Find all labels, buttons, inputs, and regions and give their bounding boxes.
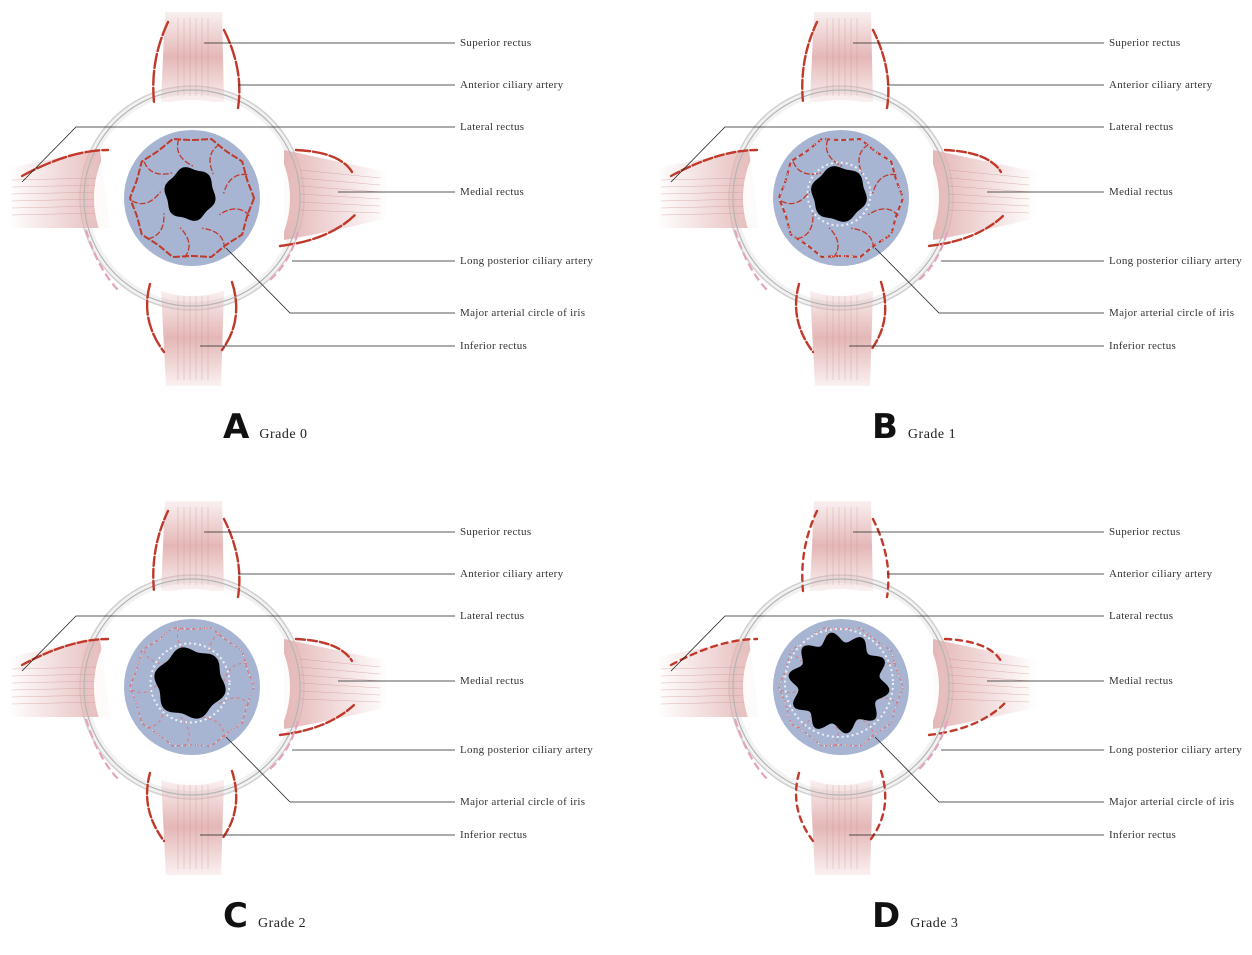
caption-c: C Grade 2	[223, 899, 306, 933]
label-inferior-rectus: Inferior rectus	[1109, 340, 1176, 352]
label-long-posterior-ciliary-artery: Long posterior ciliary artery	[460, 744, 593, 756]
panel-a: Superior rectus Anterior ciliary artery …	[0, 0, 626, 466]
panel-c: Superior rectus Anterior ciliary artery …	[0, 489, 626, 955]
panel-d: Superior rectus Anterior ciliary artery …	[649, 489, 1252, 955]
caption-d: D Grade 3	[872, 899, 958, 933]
label-anterior-ciliary-artery: Anterior ciliary artery	[1109, 568, 1212, 580]
label-inferior-rectus: Inferior rectus	[460, 340, 527, 352]
grade-label: Grade 1	[908, 427, 956, 443]
panel-letter: A	[223, 410, 249, 444]
caption-b: B Grade 1	[872, 410, 956, 444]
panel-b: Superior rectus Anterior ciliary artery …	[649, 0, 1252, 466]
label-inferior-rectus: Inferior rectus	[1109, 829, 1176, 841]
label-anterior-ciliary-artery: Anterior ciliary artery	[1109, 79, 1212, 91]
label-major-arterial-circle: Major arterial circle of iris	[1109, 796, 1234, 808]
label-long-posterior-ciliary-artery: Long posterior ciliary artery	[460, 255, 593, 267]
label-major-arterial-circle: Major arterial circle of iris	[1109, 307, 1234, 319]
eye-diagram-d	[649, 489, 1252, 955]
label-medial-rectus: Medial rectus	[1109, 186, 1173, 198]
label-superior-rectus: Superior rectus	[460, 37, 531, 49]
eye-diagram-c	[0, 489, 626, 955]
label-anterior-ciliary-artery: Anterior ciliary artery	[460, 568, 563, 580]
superior-rectus-muscle	[161, 501, 224, 591]
label-major-arterial-circle: Major arterial circle of iris	[460, 307, 585, 319]
label-medial-rectus: Medial rectus	[460, 186, 524, 198]
superior-rectus-muscle	[810, 501, 873, 591]
label-lateral-rectus: Lateral rectus	[1109, 121, 1173, 133]
panel-letter: D	[872, 899, 900, 933]
grade-label: Grade 3	[910, 916, 958, 932]
label-medial-rectus: Medial rectus	[1109, 675, 1173, 687]
eye-diagram-b	[649, 0, 1252, 466]
grade-label: Grade 2	[258, 916, 306, 932]
label-anterior-ciliary-artery: Anterior ciliary artery	[460, 79, 563, 91]
label-lateral-rectus: Lateral rectus	[460, 121, 524, 133]
grade-label: Grade 0	[259, 427, 307, 443]
label-superior-rectus: Superior rectus	[1109, 526, 1180, 538]
label-superior-rectus: Superior rectus	[460, 526, 531, 538]
panel-letter: C	[223, 899, 248, 933]
label-lateral-rectus: Lateral rectus	[1109, 610, 1173, 622]
superior-rectus-muscle	[161, 12, 224, 102]
label-lateral-rectus: Lateral rectus	[460, 610, 524, 622]
label-inferior-rectus: Inferior rectus	[460, 829, 527, 841]
label-long-posterior-ciliary-artery: Long posterior ciliary artery	[1109, 255, 1242, 267]
label-long-posterior-ciliary-artery: Long posterior ciliary artery	[1109, 744, 1242, 756]
panel-letter: B	[872, 410, 898, 444]
eye-diagram-a	[0, 0, 626, 466]
label-superior-rectus: Superior rectus	[1109, 37, 1180, 49]
label-medial-rectus: Medial rectus	[460, 675, 524, 687]
superior-rectus-muscle	[810, 12, 873, 102]
label-major-arterial-circle: Major arterial circle of iris	[460, 796, 585, 808]
caption-a: A Grade 0	[223, 410, 308, 444]
